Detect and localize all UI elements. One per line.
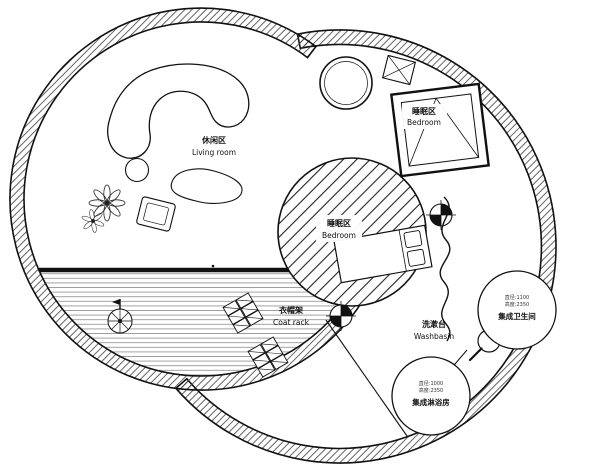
- shower-spec-2: 高度:2350: [419, 387, 443, 394]
- upper-bedroom: 睡眠区 Bedroom: [389, 82, 491, 178]
- bathroom-spec-1: 直径:1100: [505, 294, 529, 301]
- washbasin-label-en: Washbasin: [414, 332, 455, 341]
- plant-icon: [88, 184, 126, 222]
- washbasin-label-zh: 洗漱台: [422, 319, 446, 329]
- pillow: [403, 230, 423, 248]
- bathroom-spec-2: 高度:2350: [505, 301, 529, 308]
- wall-dot: [211, 264, 215, 268]
- wavy-partition-line: [439, 196, 451, 342]
- center-bedroom-label-en: Bedroom: [322, 231, 356, 240]
- organic-coffee-table: [170, 168, 243, 204]
- round-table: [319, 56, 373, 110]
- center-bedroom-label-zh: 睡眠区: [327, 218, 351, 228]
- side-table-round: [124, 157, 150, 183]
- living-room-label-zh: 休闲区: [201, 135, 226, 145]
- plant-small-icon: [81, 208, 105, 234]
- parasol-icon: [107, 299, 133, 334]
- coat-rack: 衣帽架 Coat rack: [222, 292, 310, 378]
- curved-sofa: [107, 63, 250, 159]
- living-room: 休闲区 Living room: [81, 63, 250, 234]
- coat-rack-label-en: Coat rack: [273, 318, 310, 327]
- upper-bedroom-label-zh: 睡眠区: [412, 106, 436, 116]
- shower-pod-label: 集成淋浴房: [411, 397, 450, 407]
- lounge-chair: [136, 196, 176, 232]
- shower-pod-circle: [391, 356, 471, 436]
- coat-rack-label-zh: 衣帽架: [279, 305, 303, 315]
- upper-bedroom-label-bg: [402, 104, 447, 129]
- pillow: [406, 248, 426, 267]
- center-bedroom-platform: 睡眠区 Bedroom: [277, 157, 433, 307]
- shower-spec-1: 直径:1000: [419, 380, 443, 387]
- bathroom-pod-label: 集成卫生间: [497, 311, 536, 321]
- bathroom-pod-circle: [477, 270, 557, 350]
- bathroom-pod: 直径:1100 高度:2350 集成卫生间: [477, 270, 557, 350]
- living-room-label-en: Living room: [192, 148, 236, 157]
- round-table-inner: [324, 61, 368, 105]
- upper-bedroom-label-en: Bedroom: [407, 118, 441, 127]
- side-table-x: [381, 54, 417, 86]
- center-bedroom-label-bg: [316, 215, 362, 242]
- shower-pod: 直径:1000 高度:2350 集成淋浴房: [391, 356, 471, 436]
- diagonal-partition-line: [325, 319, 408, 437]
